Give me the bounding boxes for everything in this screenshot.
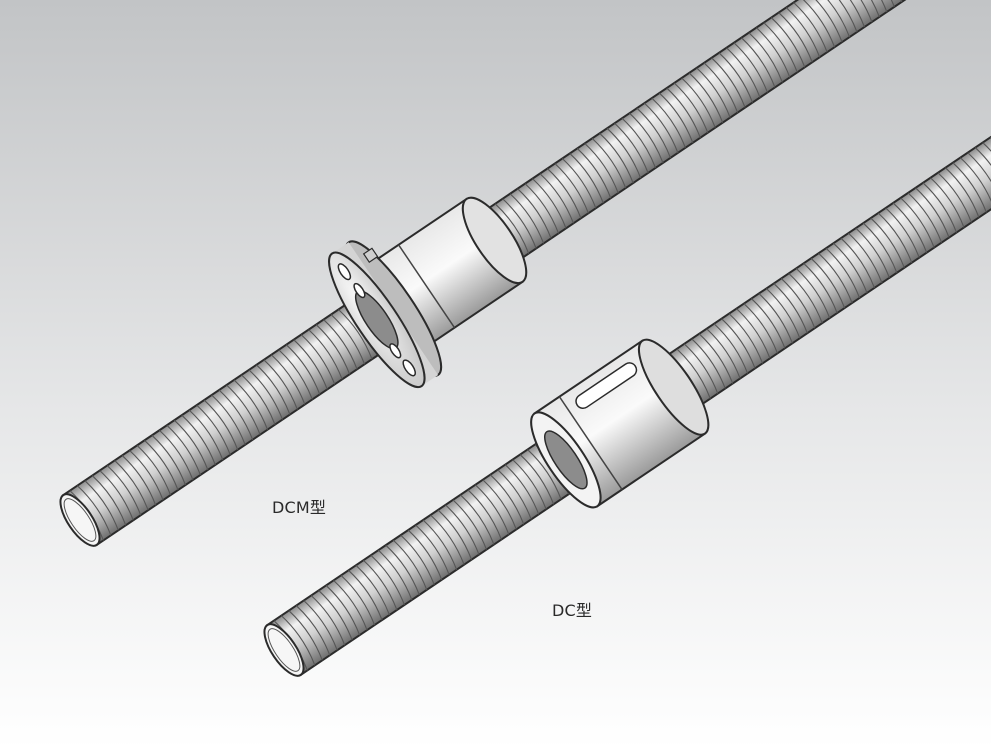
dc-type-label: DC型	[552, 601, 593, 620]
dcm-flange-nut	[328, 196, 528, 389]
dc-cylindrical-nut	[530, 338, 710, 509]
dcm-type-label: DCM型	[272, 498, 327, 517]
dcm-screw-shaft	[59, 0, 991, 547]
